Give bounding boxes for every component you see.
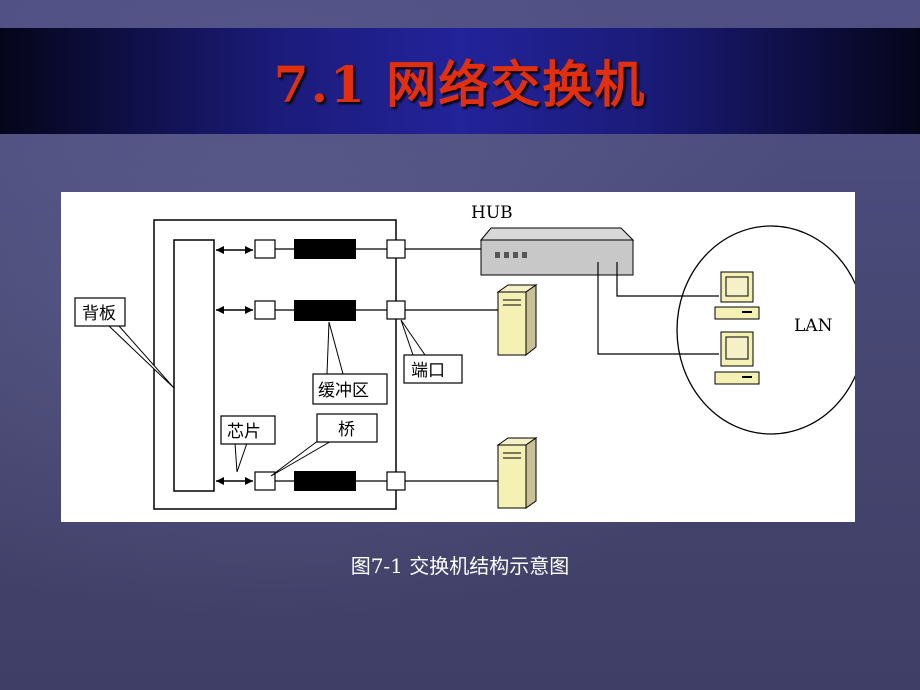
bridge-chip-2: [254, 300, 276, 320]
hub-link-2: [597, 262, 719, 355]
port-label: 端口: [411, 361, 445, 381]
switch-box: [153, 219, 397, 510]
hub-link-1: [616, 262, 719, 297]
port-3: [386, 471, 406, 491]
figure-caption: 图7-1 交换机结构示意图: [350, 554, 570, 578]
port-row-3: [216, 471, 498, 491]
buffer-2: [294, 300, 356, 321]
pc-2: [714, 331, 760, 385]
server-1: [496, 284, 538, 357]
port-1: [386, 239, 406, 259]
callout-bridge: 桥: [270, 413, 378, 477]
callout-buffer: 缓冲区: [312, 321, 388, 405]
diagram-svg: HUB LAN: [74, 203, 855, 510]
title-bar: 7.1 网络交换机: [0, 28, 920, 134]
backplane: [173, 239, 215, 492]
bridge-label: 桥: [338, 420, 355, 440]
callout-port: 端口: [400, 319, 463, 384]
pc-1: [714, 271, 760, 320]
hub-device: [479, 227, 635, 276]
buffer-3: [294, 471, 356, 491]
chip-label: 芯片: [227, 422, 261, 442]
bridge-chip-1: [254, 239, 276, 259]
buffer-label: 缓冲区: [318, 381, 369, 401]
callout-chip: 芯片: [220, 415, 276, 473]
port-row-1: [216, 239, 481, 259]
buffer-1: [294, 239, 356, 259]
switch-structure-figure: HUB LAN: [61, 192, 855, 522]
server-2: [496, 437, 538, 509]
lan-label: LAN: [794, 316, 833, 336]
slide-title: 7.1 网络交换机: [273, 55, 647, 114]
port-row-2: [216, 300, 498, 321]
port-2: [386, 300, 406, 320]
callout-backplane: 背板: [74, 297, 175, 389]
backplane-label: 背板: [82, 304, 116, 324]
hub-label: HUB: [471, 203, 513, 223]
lan-boundary: [676, 225, 855, 435]
